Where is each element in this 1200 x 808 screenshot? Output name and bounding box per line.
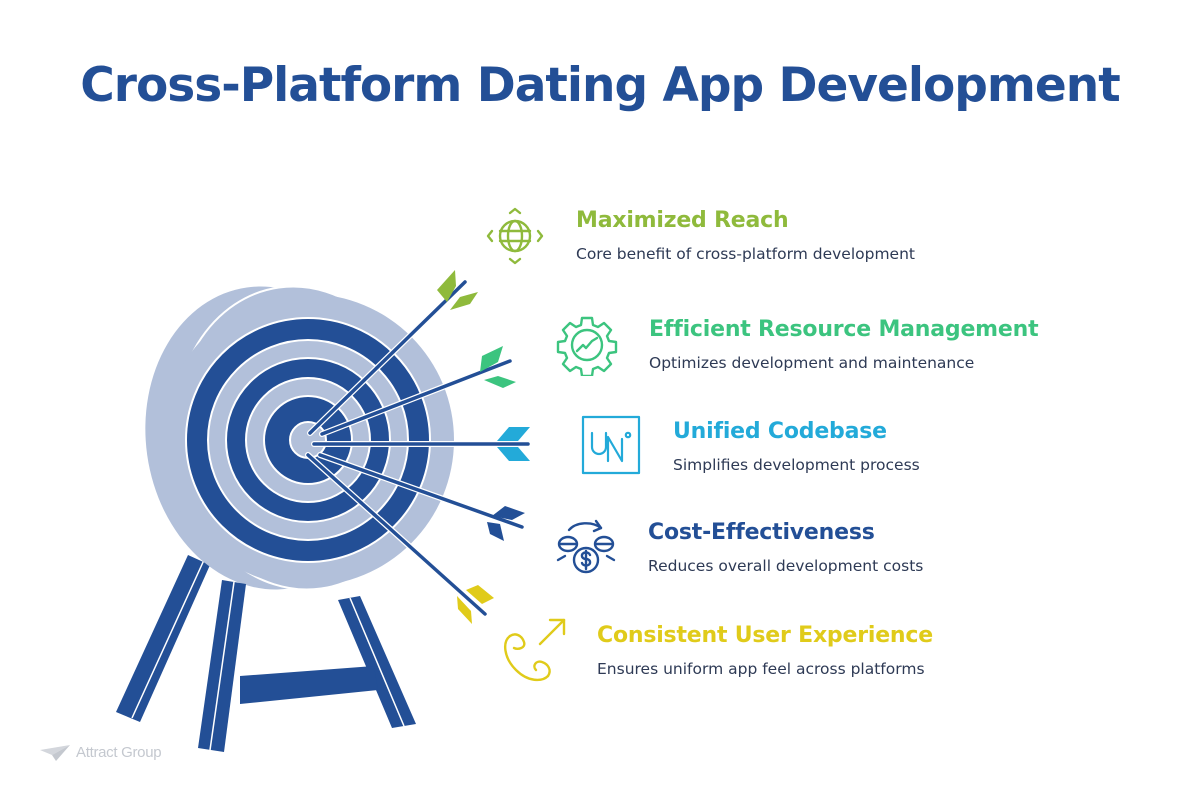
arrow-yellow xyxy=(305,452,494,624)
benefit-description: Simplifies development process xyxy=(673,456,920,474)
benefit-description: Ensures uniform app feel across platform… xyxy=(597,660,925,678)
gear-chart-icon xyxy=(556,316,618,376)
paper-plane-logo-icon xyxy=(40,744,70,761)
page-title: Cross-Platform Dating App Development xyxy=(80,58,1120,113)
uni-box-icon xyxy=(581,415,641,475)
benefit-heading: Unified Codebase xyxy=(673,419,887,444)
arrow-green-lime xyxy=(307,270,478,436)
easel-back-leg-icon xyxy=(116,555,210,722)
arrow-dark-blue xyxy=(317,452,525,541)
arrow-green-mint xyxy=(319,346,516,437)
coins-cycle-icon xyxy=(556,519,616,574)
benefit-heading: Efficient Resource Management xyxy=(649,317,1039,342)
watermark: Attract Group xyxy=(40,744,162,761)
globe-arrows-icon xyxy=(486,207,544,265)
phone-arrow-icon xyxy=(504,618,566,682)
benefit-heading: Maximized Reach xyxy=(576,208,789,233)
benefit-heading: Consistent User Experience xyxy=(597,623,933,648)
benefit-description: Optimizes development and maintenance xyxy=(649,354,975,372)
benefit-heading: Cost-Effectiveness xyxy=(648,520,875,545)
easel-front-legs xyxy=(198,580,416,752)
benefit-description: Reduces overall development costs xyxy=(648,557,924,575)
watermark-text: Attract Group xyxy=(76,744,162,761)
benefit-description: Core benefit of cross-platform developme… xyxy=(576,245,915,263)
arrow-cyan xyxy=(311,427,531,461)
